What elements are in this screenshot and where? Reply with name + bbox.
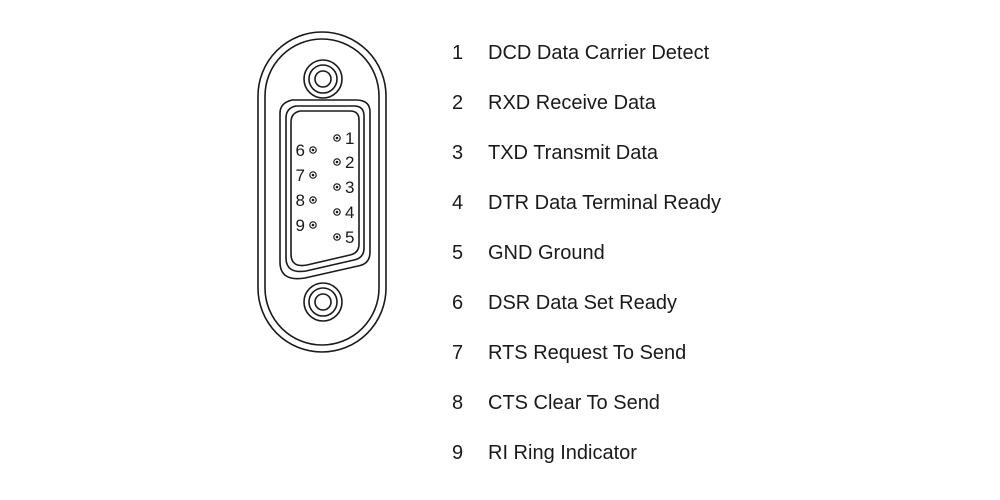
- pin-label: 6: [296, 141, 305, 160]
- pin-socket: [309, 171, 317, 179]
- pin-socket: [309, 221, 317, 229]
- pin-socket: [309, 196, 317, 204]
- screw-hole-bottom: [303, 282, 343, 322]
- connector-pin-9: 9: [296, 216, 317, 235]
- pin-contact: [335, 235, 339, 239]
- pin-contact: [311, 173, 315, 177]
- pinout-row: 6 DSR Data Set Ready: [452, 278, 721, 328]
- pin-signal: GND Ground: [488, 242, 605, 264]
- d-shell-inner: [290, 110, 360, 267]
- pin-socket: [309, 146, 317, 154]
- pin-signal: DSR Data Set Ready: [488, 292, 677, 314]
- pinout-row: 7 RTS Request To Send: [452, 328, 721, 378]
- connector-pin-8: 8: [296, 191, 317, 210]
- connector-pin-5: 5: [333, 228, 354, 247]
- pin-signal: DCD Data Carrier Detect: [488, 42, 710, 64]
- pin-label: 7: [296, 166, 305, 185]
- pinout-row: 4 DTR Data Terminal Ready: [452, 178, 721, 228]
- connector-flange-outer: [257, 31, 387, 353]
- pin-number: 3: [452, 142, 464, 164]
- pin-label: 8: [296, 191, 305, 210]
- pinout-row: 9 RI Ring Indicator: [452, 428, 721, 478]
- pin-label: 9: [296, 216, 305, 235]
- connector-flange-inner: [264, 38, 380, 346]
- pin-contact: [311, 223, 315, 227]
- pin-label: 2: [345, 153, 354, 172]
- pin-socket: [333, 233, 341, 241]
- d-shell-outer: [279, 99, 371, 280]
- connector-pin-4: 4: [333, 203, 354, 222]
- pin-contact: [335, 210, 339, 214]
- pin-label: 5: [345, 228, 354, 247]
- connector-pin-3: 3: [333, 178, 354, 197]
- pinout-row: 8 CTS Clear To Send: [452, 378, 721, 428]
- d-shell-middle: [285, 105, 365, 273]
- connector-pin-1: 1: [333, 129, 354, 148]
- pin-signal: RTS Request To Send: [488, 342, 687, 364]
- pinout-row: 5 GND Ground: [452, 228, 721, 278]
- pin-contact: [335, 185, 339, 189]
- connector-pins: 1 2 3 4 5 6 7 8 9: [296, 129, 355, 247]
- pin-contact: [311, 148, 315, 152]
- pin-socket: [333, 183, 341, 191]
- screw-hole-top: [303, 59, 343, 99]
- pin-signal: RI Ring Indicator: [488, 442, 637, 464]
- connector-pin-7: 7: [296, 166, 317, 185]
- pin-number: 5: [452, 242, 464, 264]
- pinout-row: 3 TXD Transmit Data: [452, 128, 721, 178]
- pin-socket: [333, 208, 341, 216]
- pinout-row: 2 RXD Receive Data: [452, 78, 721, 128]
- pin-number: 8: [452, 392, 464, 414]
- pinout-row: 1 DCD Data Carrier Detect: [452, 28, 721, 78]
- pin-number: 7: [452, 342, 464, 364]
- connector-pin-6: 6: [296, 141, 317, 160]
- pin-socket: [333, 134, 341, 142]
- pinout-list: 1 DCD Data Carrier Detect 2 RXD Receive …: [452, 28, 721, 478]
- pin-label: 4: [345, 203, 354, 222]
- pin-label: 3: [345, 178, 354, 197]
- pin-socket: [333, 158, 341, 166]
- pin-contact: [311, 198, 315, 202]
- pin-number: 6: [452, 292, 464, 314]
- pin-number: 1: [452, 42, 464, 64]
- pin-signal: RXD Receive Data: [488, 92, 656, 114]
- connector-pin-2: 2: [333, 153, 354, 172]
- pin-signal: CTS Clear To Send: [488, 392, 660, 414]
- pin-number: 4: [452, 192, 464, 214]
- pin-label: 1: [345, 129, 354, 148]
- pin-number: 9: [452, 442, 464, 464]
- pin-contact: [335, 160, 339, 164]
- pin-signal: DTR Data Terminal Ready: [488, 192, 722, 214]
- pin-contact: [335, 136, 339, 140]
- pin-signal: TXD Transmit Data: [488, 142, 659, 164]
- pin-number: 2: [452, 92, 464, 114]
